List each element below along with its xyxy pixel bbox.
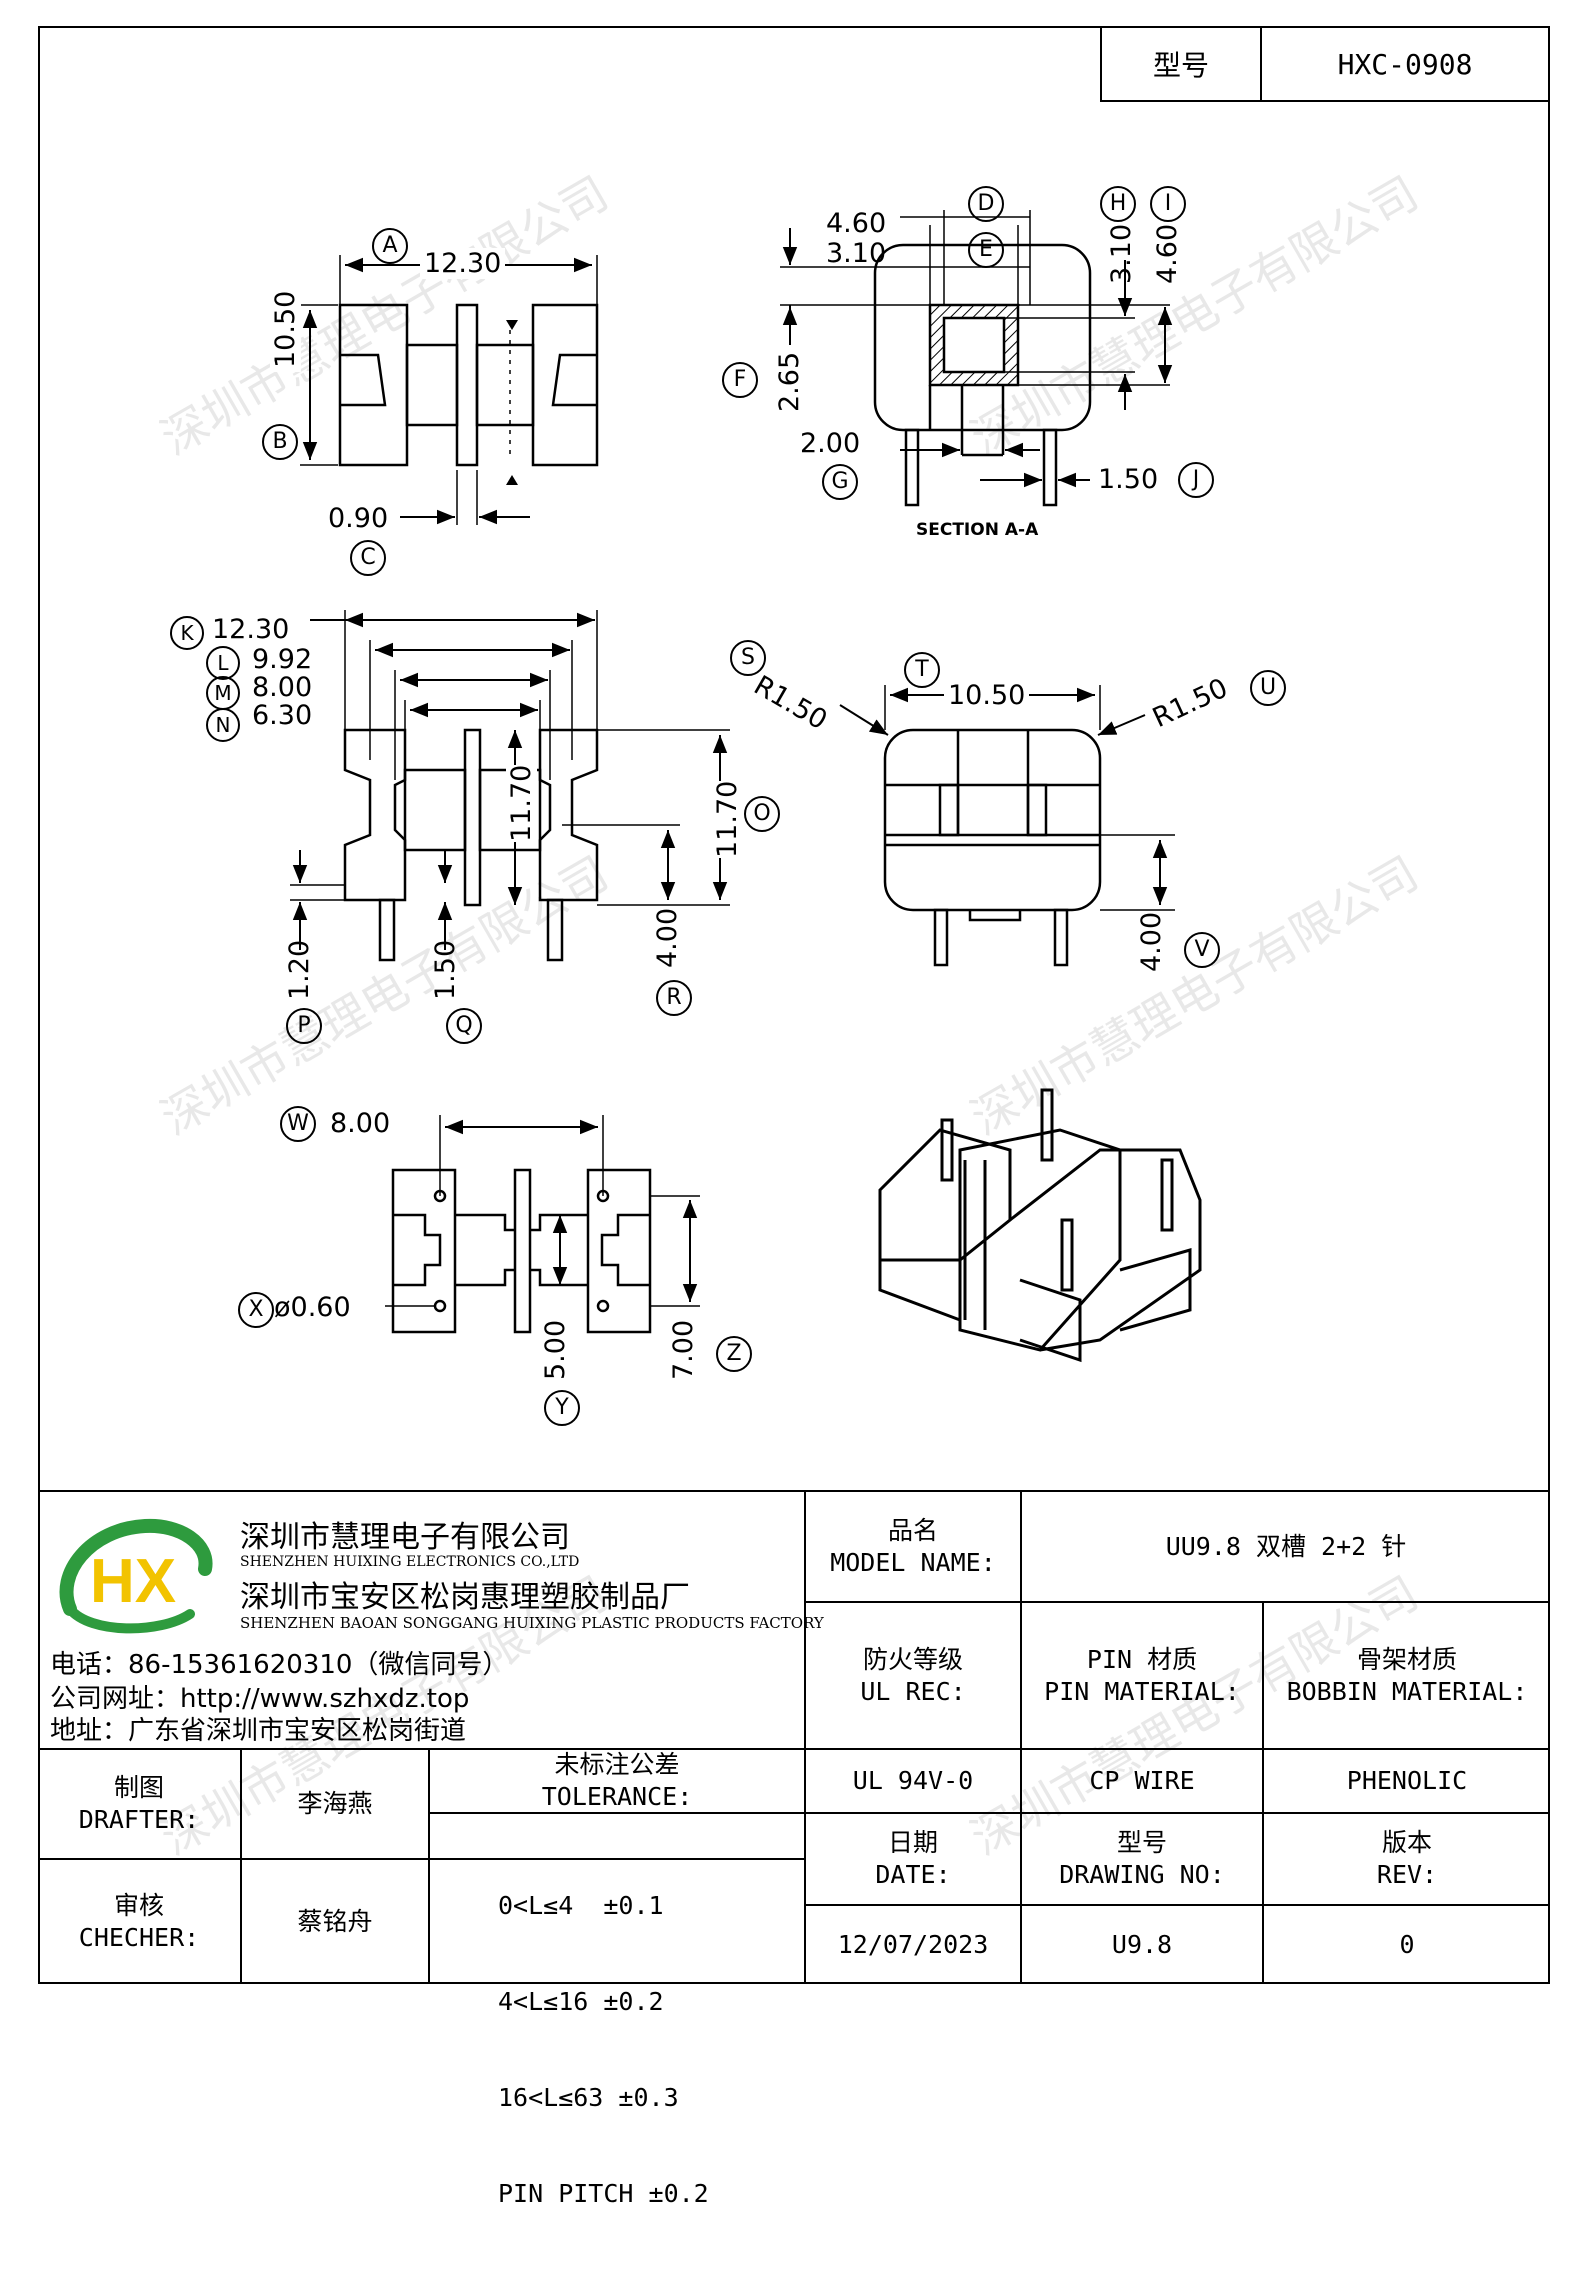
view-side [290,610,730,962]
dim-W-value: 8.00 [330,1108,391,1139]
bobbin-material-value: PHENOLIC [1346,1766,1468,1795]
factory-name-cn: 深圳市宝安区松岗惠理塑胶制品厂 [240,1580,690,1615]
dim-V-value: 4.00 [1136,911,1167,972]
dim-G-circle: G [822,464,858,500]
dim-M-circle: M [206,676,240,710]
ul-rec-value: UL 94V-0 [852,1766,974,1795]
dim-G-value: 2.00 [800,428,861,459]
dim-E-value: 3.10 [826,238,887,269]
company-name-en: SHENZHEN HUIXING ELECTRONICS CO.,LTD [240,1554,580,1570]
checker-name: 蔡铭舟 [297,1907,373,1936]
dim-S-circle: S [730,640,766,676]
dim-U-value: R1.50 [1148,672,1233,735]
dim-B-value: 10.50 [270,286,301,372]
dim-T-circle: T [904,652,940,688]
dim-A-value: 12.30 [420,248,506,279]
dim-W-circle: W [280,1106,316,1142]
model-header-box: 型号 HXC-0908 [1100,26,1550,102]
model-name-label: 品名 MODEL NAME: [830,1515,996,1577]
dim-C-circle: C [350,540,386,576]
drawing-frame [38,26,1550,1984]
view-front [300,255,599,525]
dim-U-circle: U [1250,670,1286,706]
dim-N-circle: N [206,708,240,742]
dim-Z-circle: Z [716,1336,752,1372]
model-value: HXC-0908 [1337,47,1473,81]
factory-name-en: SHENZHEN BAOAN SONGGANG HUIXING PLASTIC … [240,1614,824,1632]
tolerance-values: 0<L≤4 ±0.1 4<L≤16 ±0.2 16<L≤63 ±0.3 PIN … [498,1891,709,2208]
view-section [780,210,1173,507]
pin-material-label: PIN 材质 PIN MATERIAL: [1044,1644,1240,1706]
dim-Y-circle: Y [544,1390,580,1426]
dim-S-value: R1.50 [748,670,833,737]
company-address: 地址：广东省深圳市宝安区松岗街道 [50,1716,467,1746]
dim-P-circle: P [286,1008,322,1044]
dim-P-value: 1.20 [284,939,315,1000]
drawing-no-label: 型号 DRAWING NO: [1059,1828,1225,1889]
dim-O-circle: O [744,796,780,832]
dim-R-value: 4.00 [652,907,683,968]
dim-I-value: 4.60 [1152,223,1183,284]
dim-B-circle: B [262,424,298,460]
dim-D-value: 4.60 [826,208,887,239]
pin-material-value: CP WIRE [1089,1766,1195,1795]
model-name-value: UU9.8 双槽 2+2 针 [1165,1531,1407,1561]
revision-label: 版本 REV: [1376,1828,1438,1889]
view-end [839,685,1175,967]
dim-X-circle: X [238,1292,274,1328]
title-block: HX 深圳市慧理电子有限公司 SHENZHEN HUIXING ELECTRON… [38,1490,1550,2208]
dim-inner-value: 11.70 [506,764,537,842]
dim-A-circle: A [372,228,408,264]
dim-Z-value: 7.00 [668,1319,699,1380]
company-name-cn: 深圳市慧理电子有限公司 [240,1520,570,1555]
company-phone: 电话：86-15361620310（微信同号） [50,1650,509,1680]
drafter-name: 李海燕 [297,1789,373,1818]
ul-rec-label: 防火等级 UL REC: [860,1644,966,1706]
tolerance-label: 未标注公差 TOLERANCE: [541,1750,693,1811]
company-website: 公司网址：http://www.szhxdz.top [50,1684,470,1714]
section-label: SECTION A-A [916,520,1039,540]
view-bottom [385,1115,700,1334]
dim-D-circle: D [968,186,1004,222]
drafter-label: 制图 DRAFTER: [78,1773,200,1834]
view-isometric [878,1088,1202,1363]
dim-X-value: ø0.60 [274,1292,351,1323]
dim-H-value: 3.10 [1106,223,1137,284]
model-label: 型号 [1102,28,1262,100]
company-info: HX 深圳市慧理电子有限公司 SHENZHEN HUIXING ELECTRON… [46,1494,826,1746]
dim-C-value: 0.90 [328,503,389,534]
dim-K-value: 12.30 [212,614,290,645]
bobbin-material-label: 骨架材质 BOBBIN MATERIAL: [1286,1644,1528,1706]
checker-label: 审核 CHECHER: [78,1891,200,1952]
dim-L-circle: L [206,646,240,680]
dim-J-circle: J [1178,462,1214,498]
dim-F-circle: F [722,362,758,398]
dim-Y-value: 5.00 [540,1319,571,1380]
dim-K-circle: K [170,616,204,650]
dim-H-circle: H [1100,186,1136,222]
technical-drawing [290,210,1202,1363]
dim-F-value: 2.65 [774,351,805,412]
dim-R-circle: R [656,980,692,1016]
dim-M-value: 8.00 [252,672,313,703]
dim-E-circle: E [968,232,1004,268]
dim-N-value: 6.30 [252,700,313,731]
svg-text:HX: HX [90,1547,176,1616]
date-label: 日期 DATE: [875,1828,951,1889]
company-logo: HX [59,1518,213,1634]
revision-value: 0 [1399,1930,1415,1959]
dim-I-circle: I [1150,186,1186,222]
drawing-labels: A 12.30 B 10.50 0.90 C D 4.60 E 3.10 F 2… [170,186,1286,1426]
dim-V-circle: V [1184,932,1220,968]
dim-O-value: 11.70 [712,780,743,858]
dim-J-value: 1.50 [1098,464,1159,495]
dim-Q-circle: Q [446,1008,482,1044]
dim-T-value: 10.50 [944,680,1030,711]
date-value: 12/07/2023 [837,1930,989,1959]
dim-L-value: 9.92 [252,644,313,675]
dim-Q-value: 1.50 [430,939,461,1000]
drawing-no-value: U9.8 [1111,1930,1173,1959]
